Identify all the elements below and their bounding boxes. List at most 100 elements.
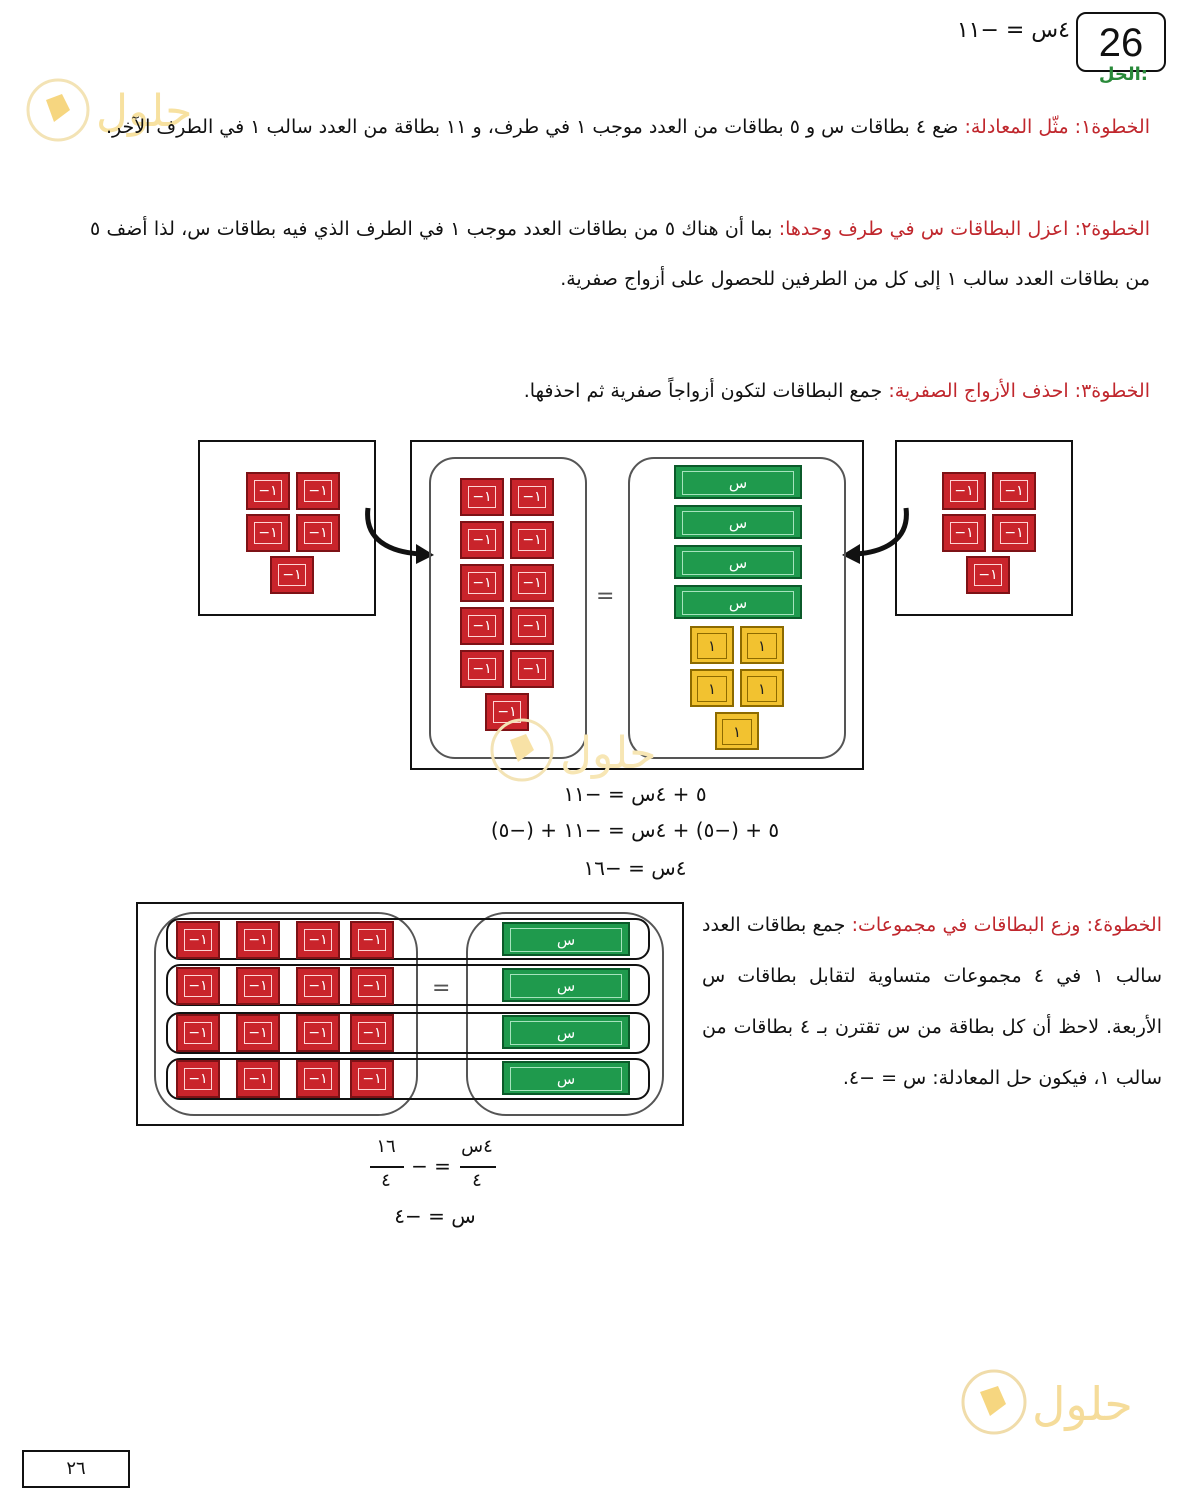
- step2-title: الخطوة٢: اعزل البطاقات س في طرف وحدها:: [778, 218, 1150, 240]
- neg-card: −١: [942, 514, 986, 552]
- neg-card: −١: [350, 1060, 394, 1098]
- pos-card: ١: [690, 626, 734, 664]
- neg-card: −١: [296, 921, 340, 959]
- mat-left-side: [429, 457, 587, 759]
- neg-card: −١: [460, 607, 504, 645]
- math-line-3: ٤س = −١٦: [583, 856, 687, 880]
- step3-title: الخطوة٣: احذف الأزواج الصفرية:: [888, 380, 1150, 402]
- step1-paragraph: الخطوة١: مثّل المعادلة: ضع ٤ بطاقات س و …: [90, 102, 1150, 152]
- neg-card: −١: [236, 1014, 280, 1052]
- x-card: س: [674, 465, 802, 499]
- watermark-text: حلول: [560, 728, 656, 779]
- group-row-outline: [166, 1012, 650, 1054]
- arrow-left-icon: [842, 507, 909, 564]
- watermark-logo-center: حلول: [490, 706, 700, 790]
- x-card: س: [502, 1015, 630, 1049]
- neg-card: −١: [236, 967, 280, 1005]
- watermark-icon: حلول: [961, 1369, 1133, 1435]
- pos-card: ١: [740, 626, 784, 664]
- watermark-text: حلول: [96, 86, 192, 137]
- pos-card: ١: [715, 712, 759, 750]
- step1-title: الخطوة١: مثّل المعادلة:: [964, 116, 1150, 138]
- step3-text: جمع البطاقات لتكون أزواجاً صفرية ثم احذف…: [523, 380, 883, 402]
- question-equation: ٤س = −١١: [956, 18, 1070, 43]
- neg-card: −١: [176, 1014, 220, 1052]
- grouping-mat: [136, 902, 684, 1126]
- step4-text: جمع بطاقات العدد سالب ١ في ٤ مجموعات متس…: [702, 914, 1163, 1089]
- step3-paragraph: الخطوة٣: احذف الأزواج الصفرية: جمع البطا…: [90, 366, 1150, 416]
- neg-card: −١: [460, 564, 504, 602]
- math-line-2: ٥ + (−٥) + ٤س = −١١ + (−٥): [490, 818, 780, 842]
- neg-card: −١: [510, 607, 554, 645]
- equation-mat: [410, 440, 864, 770]
- watermark-logo: حلول: [26, 66, 236, 150]
- neg-card: −١: [966, 556, 1010, 594]
- question-number: 26: [1076, 12, 1166, 72]
- grouping-right-side: [466, 912, 664, 1116]
- neg-card: −١: [176, 921, 220, 959]
- step2-paragraph: الخطوة٢: اعزل البطاقات س في طرف وحدها: ب…: [90, 204, 1150, 304]
- math-line-1: ٥ + ٤س = −١١: [563, 782, 707, 806]
- neg-card: −١: [350, 921, 394, 959]
- neg-card: −١: [510, 521, 554, 559]
- step2-text: بما أن هناك ٥ من بطاقات العدد موجب ١ في …: [90, 218, 1150, 290]
- page-number: ٢٦: [22, 1450, 130, 1488]
- watermark-icon: حلول: [490, 718, 656, 782]
- fraction-left-denominator: ٤: [472, 1170, 482, 1191]
- neg-card: −١: [510, 650, 554, 688]
- grouping-equals-sign: =: [432, 976, 451, 1001]
- fraction-right-bar: [370, 1166, 404, 1168]
- watermark-text: حلول: [1032, 1377, 1133, 1432]
- neg-card: −١: [246, 514, 290, 552]
- group-row-outline: [166, 1058, 650, 1100]
- x-card: س: [502, 1061, 630, 1095]
- step4-title: الخطوة٤: وزع البطاقات في مجموعات:: [851, 914, 1162, 936]
- neg-card: −١: [460, 521, 504, 559]
- fraction-right-numerator: ١٦: [376, 1136, 396, 1157]
- pos-card: ١: [740, 669, 784, 707]
- x-card: س: [674, 505, 802, 539]
- group-row-outline: [166, 918, 650, 960]
- x-card: س: [502, 968, 630, 1002]
- neg-card: −١: [236, 921, 280, 959]
- neg-card: −١: [236, 1060, 280, 1098]
- x-card: س: [502, 922, 630, 956]
- solution-label: الحل:: [1098, 64, 1148, 85]
- pos-card: ١: [690, 669, 734, 707]
- neg-card: −١: [296, 514, 340, 552]
- step1-text: ضع ٤ بطاقات س و ٥ بطاقات من العدد موجب ١…: [105, 116, 959, 138]
- neg-card: −١: [350, 967, 394, 1005]
- neg-card: −١: [296, 967, 340, 1005]
- fraction-equals-minus: = −: [411, 1154, 451, 1178]
- neg-card: −١: [460, 478, 504, 516]
- fraction-right-denominator: ٤: [381, 1170, 391, 1191]
- mat-right-side: [628, 457, 846, 759]
- grouping-left-side: [154, 912, 418, 1116]
- neg-card: −١: [246, 472, 290, 510]
- x-card: س: [674, 545, 802, 579]
- added-negatives-right-box: [895, 440, 1073, 616]
- neg-card: −١: [350, 1014, 394, 1052]
- neg-card: −١: [942, 472, 986, 510]
- mat-equals-sign: =: [596, 584, 615, 609]
- watermark-logo-bottom: حلول: [960, 1360, 1180, 1444]
- step4-paragraph: الخطوة٤: وزع البطاقات في مجموعات: جمع بط…: [702, 900, 1162, 1104]
- fraction-left-bar: [460, 1166, 496, 1168]
- neg-card: −١: [510, 564, 554, 602]
- neg-card: −١: [992, 514, 1036, 552]
- neg-card: −١: [176, 967, 220, 1005]
- neg-card: −١: [296, 1014, 340, 1052]
- neg-card: −١: [296, 472, 340, 510]
- neg-card: −١: [270, 556, 314, 594]
- fraction-left-numerator: ٤س: [461, 1136, 493, 1157]
- group-row-outline: [166, 964, 650, 1006]
- final-answer: س = −٤: [394, 1204, 476, 1228]
- neg-card: −١: [510, 478, 554, 516]
- added-negatives-left-box: [198, 440, 376, 616]
- neg-card: −١: [460, 650, 504, 688]
- neg-card: −١: [176, 1060, 220, 1098]
- x-card: س: [674, 585, 802, 619]
- neg-card: −١: [296, 1060, 340, 1098]
- watermark-icon: حلول: [26, 78, 192, 142]
- neg-card: −١: [992, 472, 1036, 510]
